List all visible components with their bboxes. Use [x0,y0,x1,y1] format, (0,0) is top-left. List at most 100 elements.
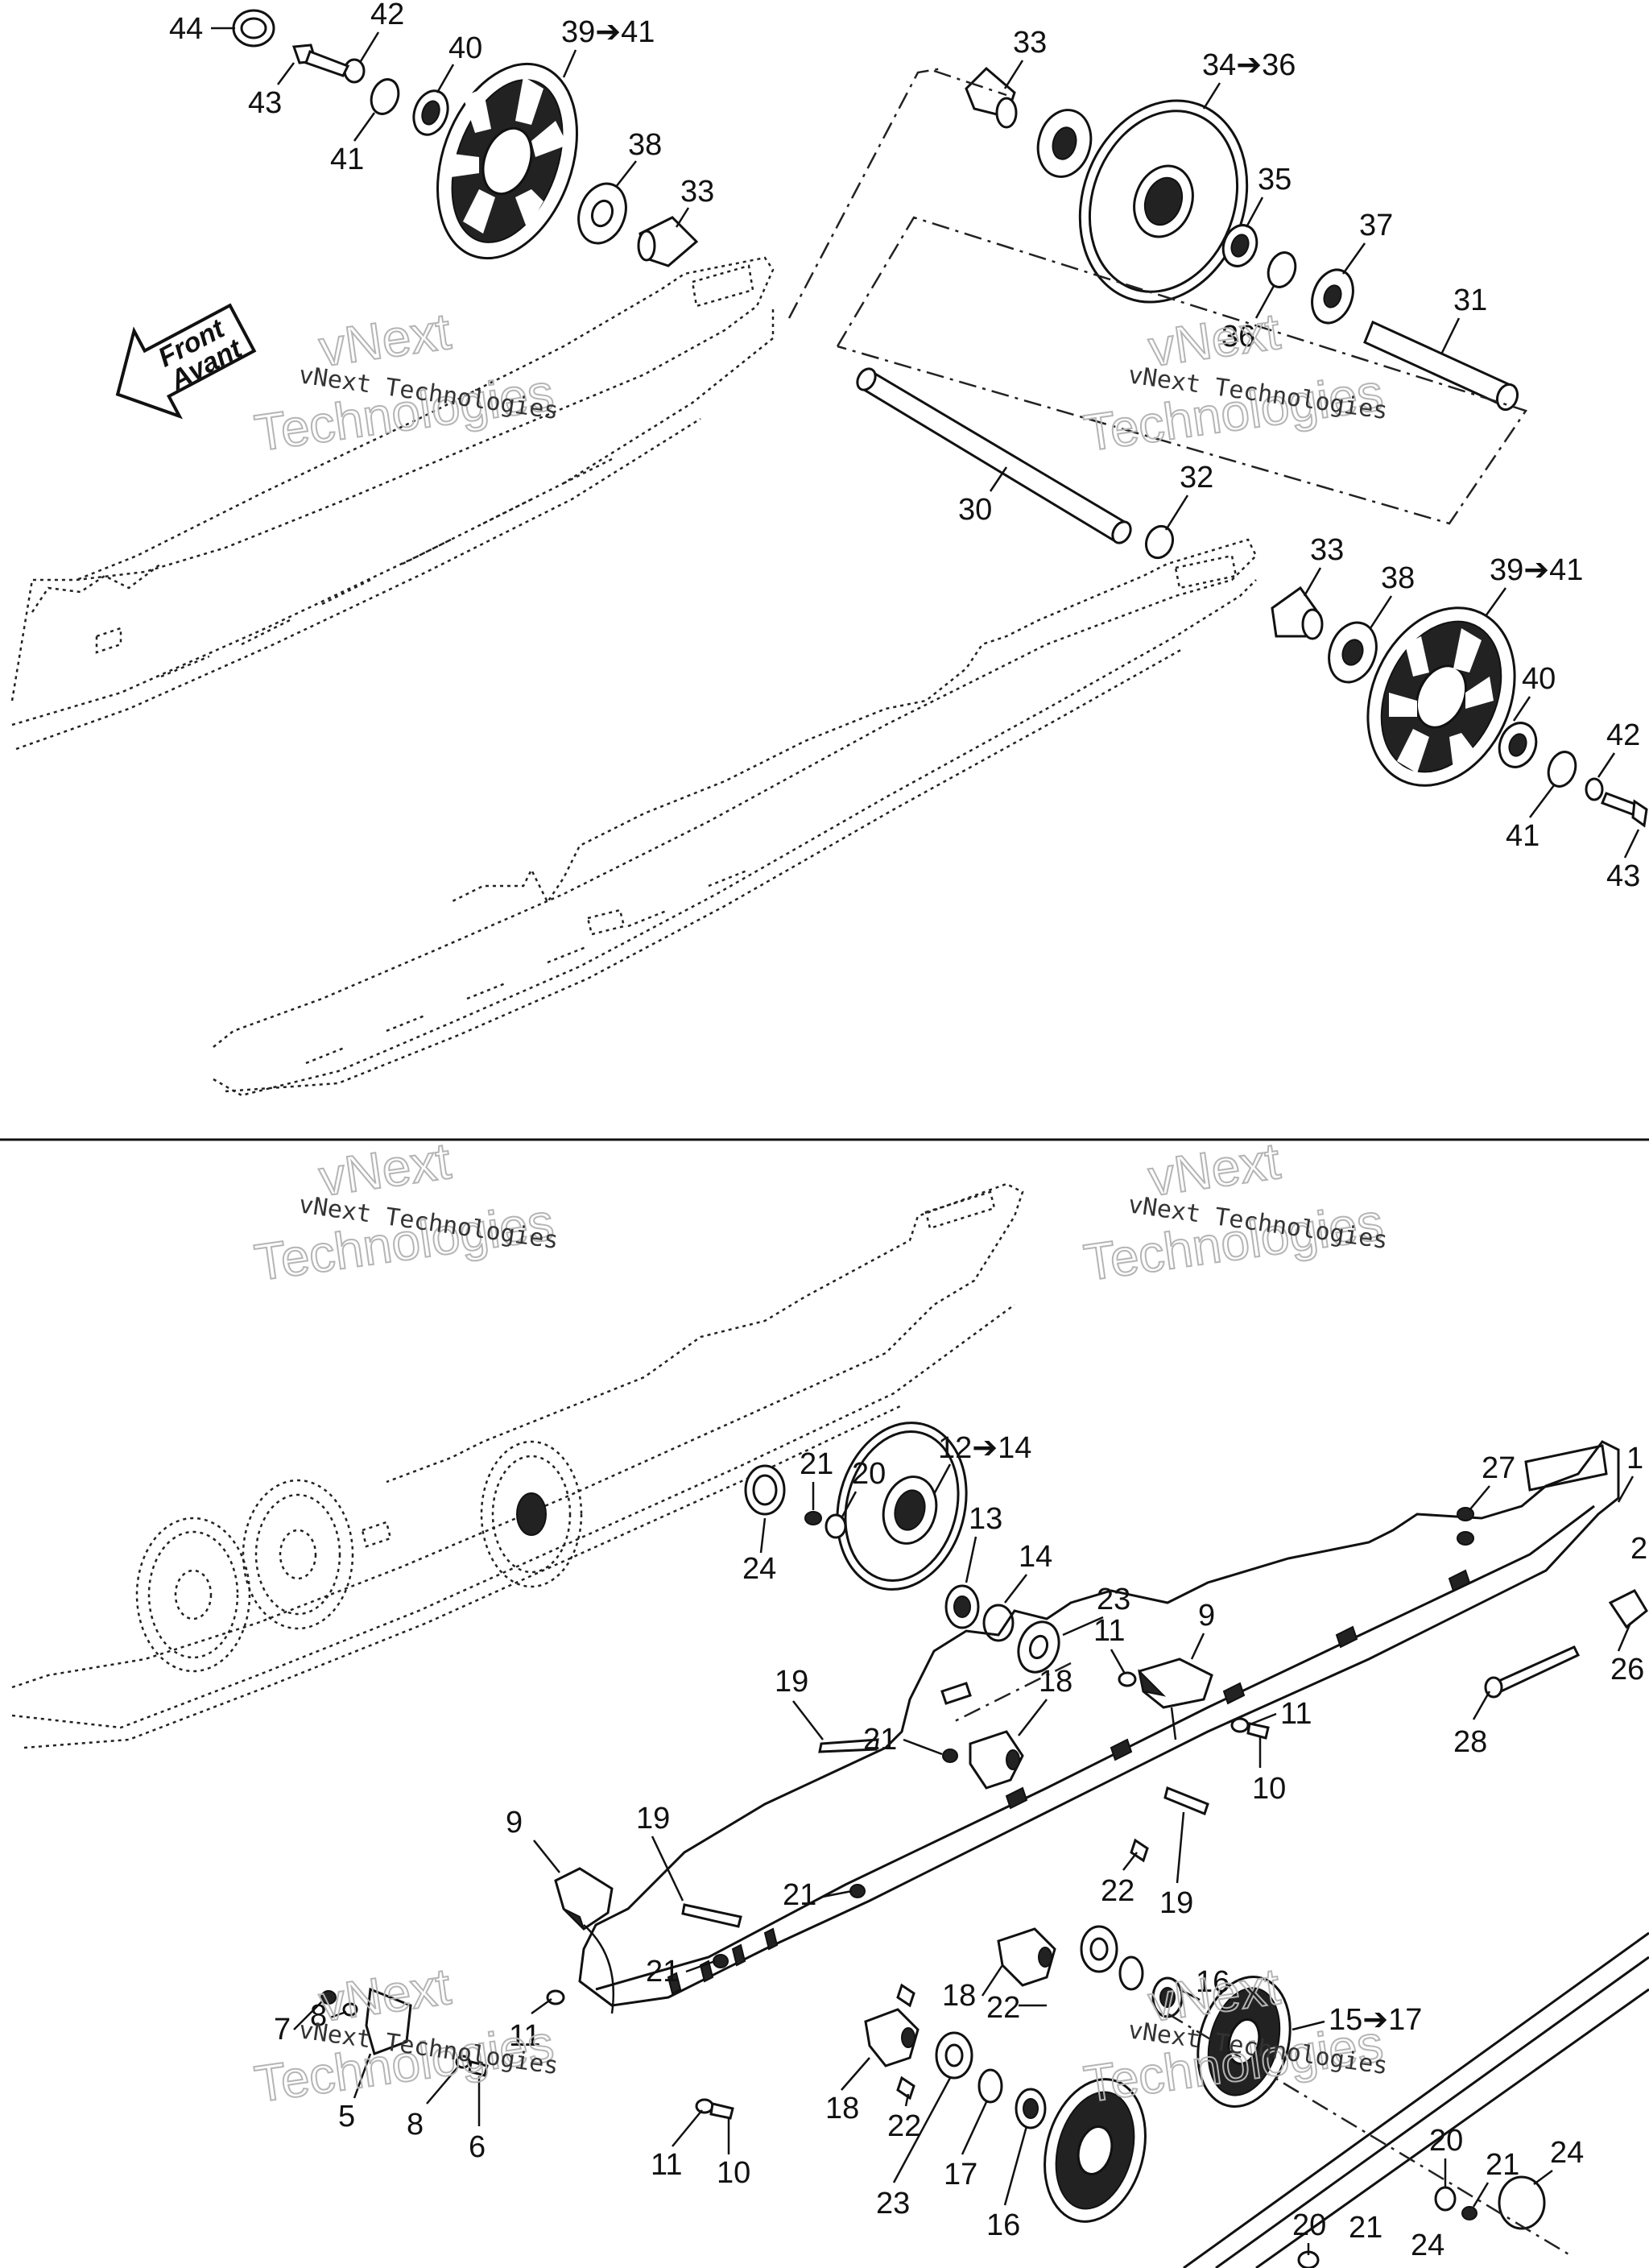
bolt-6 [468,2060,489,2077]
washer-42-lower-right [1585,777,1604,801]
callout-label: 27 [1482,1451,1515,1485]
nut-7 [320,1990,337,2005]
assembly-box-axle [836,216,1527,525]
bottom-exploded-view [11,1182,1649,2268]
assembled-wheel-3 [480,1440,583,1588]
idler-wheel-lower-right [1366,606,1516,787]
idler-wheel-upper-left [436,62,578,260]
washer-20-top [824,1513,847,1539]
callout-label: 20 [1292,2208,1326,2242]
bolt-19-b [681,1903,742,1928]
callout-label: 44 [169,12,203,46]
callout-label: 39➔41 [561,15,655,49]
callout-label: 11 [651,2148,682,2182]
callout-label: 11 [509,2019,540,2053]
callout-label: 18 [942,1979,976,2013]
callout-label: 19 [636,1802,670,1836]
callout-label: 43 [1606,859,1640,893]
circlip-41-upper-left [370,78,400,115]
callout-label: 33 [1013,26,1047,60]
callout-label: 22 [887,2109,921,2143]
idler-wheel-15-17-lower [1044,2078,1147,2223]
callout-label: 6 [469,2130,486,2164]
idler-wheel-34-36 [1078,99,1249,304]
right-rail-upper [213,538,1258,1097]
washer-42-upper-left [343,58,366,84]
washer-8-a [342,2002,358,2017]
circlip-41-lower-right [1547,751,1577,788]
callout-label: 24 [1550,2136,1584,2170]
bolt-22-b [896,1983,915,2008]
callout-label: 9 [1198,1599,1215,1633]
bearing-40-lower-right [1498,722,1538,768]
nut-21-top [804,1511,822,1525]
callout-label: 7 [274,2013,291,2047]
stopper-9-right [1138,1658,1213,1709]
bearing-13 [944,1584,980,1629]
spacer-26 [1608,1589,1648,1629]
callout-label: 18 [1039,1665,1072,1699]
callout-label: 33 [1310,533,1344,567]
washer-38-upper-left [577,182,627,245]
callout-label: 22 [986,1991,1020,2025]
callout-label: 41 [330,143,364,176]
callout-label: 11 [1280,1697,1312,1731]
callout-label: 34➔36 [1202,48,1296,82]
callout-label: 42 [1606,718,1640,752]
bolt-19-a [818,1738,879,1753]
callout: 44 [169,12,235,46]
circlip-14 [982,1604,1015,1642]
callout-label: 21 [646,1955,680,1989]
bolt-19-c [1163,1786,1209,1815]
nut-21-right [1461,2206,1477,2220]
callout-label: 23 [876,2187,910,2220]
clip-5 [365,1987,412,2055]
track-belt [1183,1931,1649,2268]
callout-label: 21 [863,1723,897,1757]
assembled-wheel-2 [242,1479,354,1630]
callout-label: 9 [506,1806,523,1840]
callout-label: 2 [1630,1532,1647,1566]
callout-label: 15➔17 [1329,2003,1422,2037]
assembly-line-a [787,67,943,319]
callout-label: 19 [1159,1886,1193,1920]
nut-27 [1457,1507,1474,1546]
callout-label: 19 [775,1665,808,1699]
washer-34-36 [1036,109,1093,178]
bearing-40-upper-left [412,89,449,136]
nut-21-c [713,1954,729,1968]
circlip-17-low [977,2068,1003,2104]
stopper-9-left [554,1867,614,1931]
assembly-line-d [1167,2012,1571,2257]
bolt-43-lower-right [1601,792,1648,828]
spacer-33-upper-right [965,66,1018,129]
washer-11-a [1118,1671,1137,1687]
callout-label: 5 [338,2100,355,2133]
arrow-9-left [583,1924,615,2014]
bolt-10-b [709,2102,734,2120]
callout-label: 10 [717,2156,750,2190]
callout-label: 24 [1411,2229,1444,2262]
callout-label: 21 [1486,2148,1519,2182]
washer-38-lower-right [1328,621,1378,684]
callout-label: 1 [1626,1442,1643,1475]
washer-11-c [546,1989,565,2005]
callout-label: 10 [1252,1772,1286,1806]
callout-label: 38 [628,128,662,162]
assembly-line-c [949,1662,1072,1725]
watermark-bottom-right-lower: vNext Technologies vNext Technologies [1080,1956,1390,2114]
washer-8-b [455,2055,471,2069]
bushing-24-top [744,1464,786,1516]
washer-11-b [1230,1717,1250,1733]
callout-label: 14 [1019,1540,1052,1574]
bolt-43-upper-left [291,43,350,77]
callout-label: 40 [448,31,482,65]
bearing-16-upper [1151,1976,1184,2018]
callout-label: 16 [986,2208,1020,2242]
callout-label: 23 [1097,1583,1130,1616]
bracket-18-lower [864,2008,920,2067]
top-exploded-view: Front Avant [10,9,1648,1097]
assembly-line-b [933,69,1007,97]
washer-23-low [935,2031,973,2080]
